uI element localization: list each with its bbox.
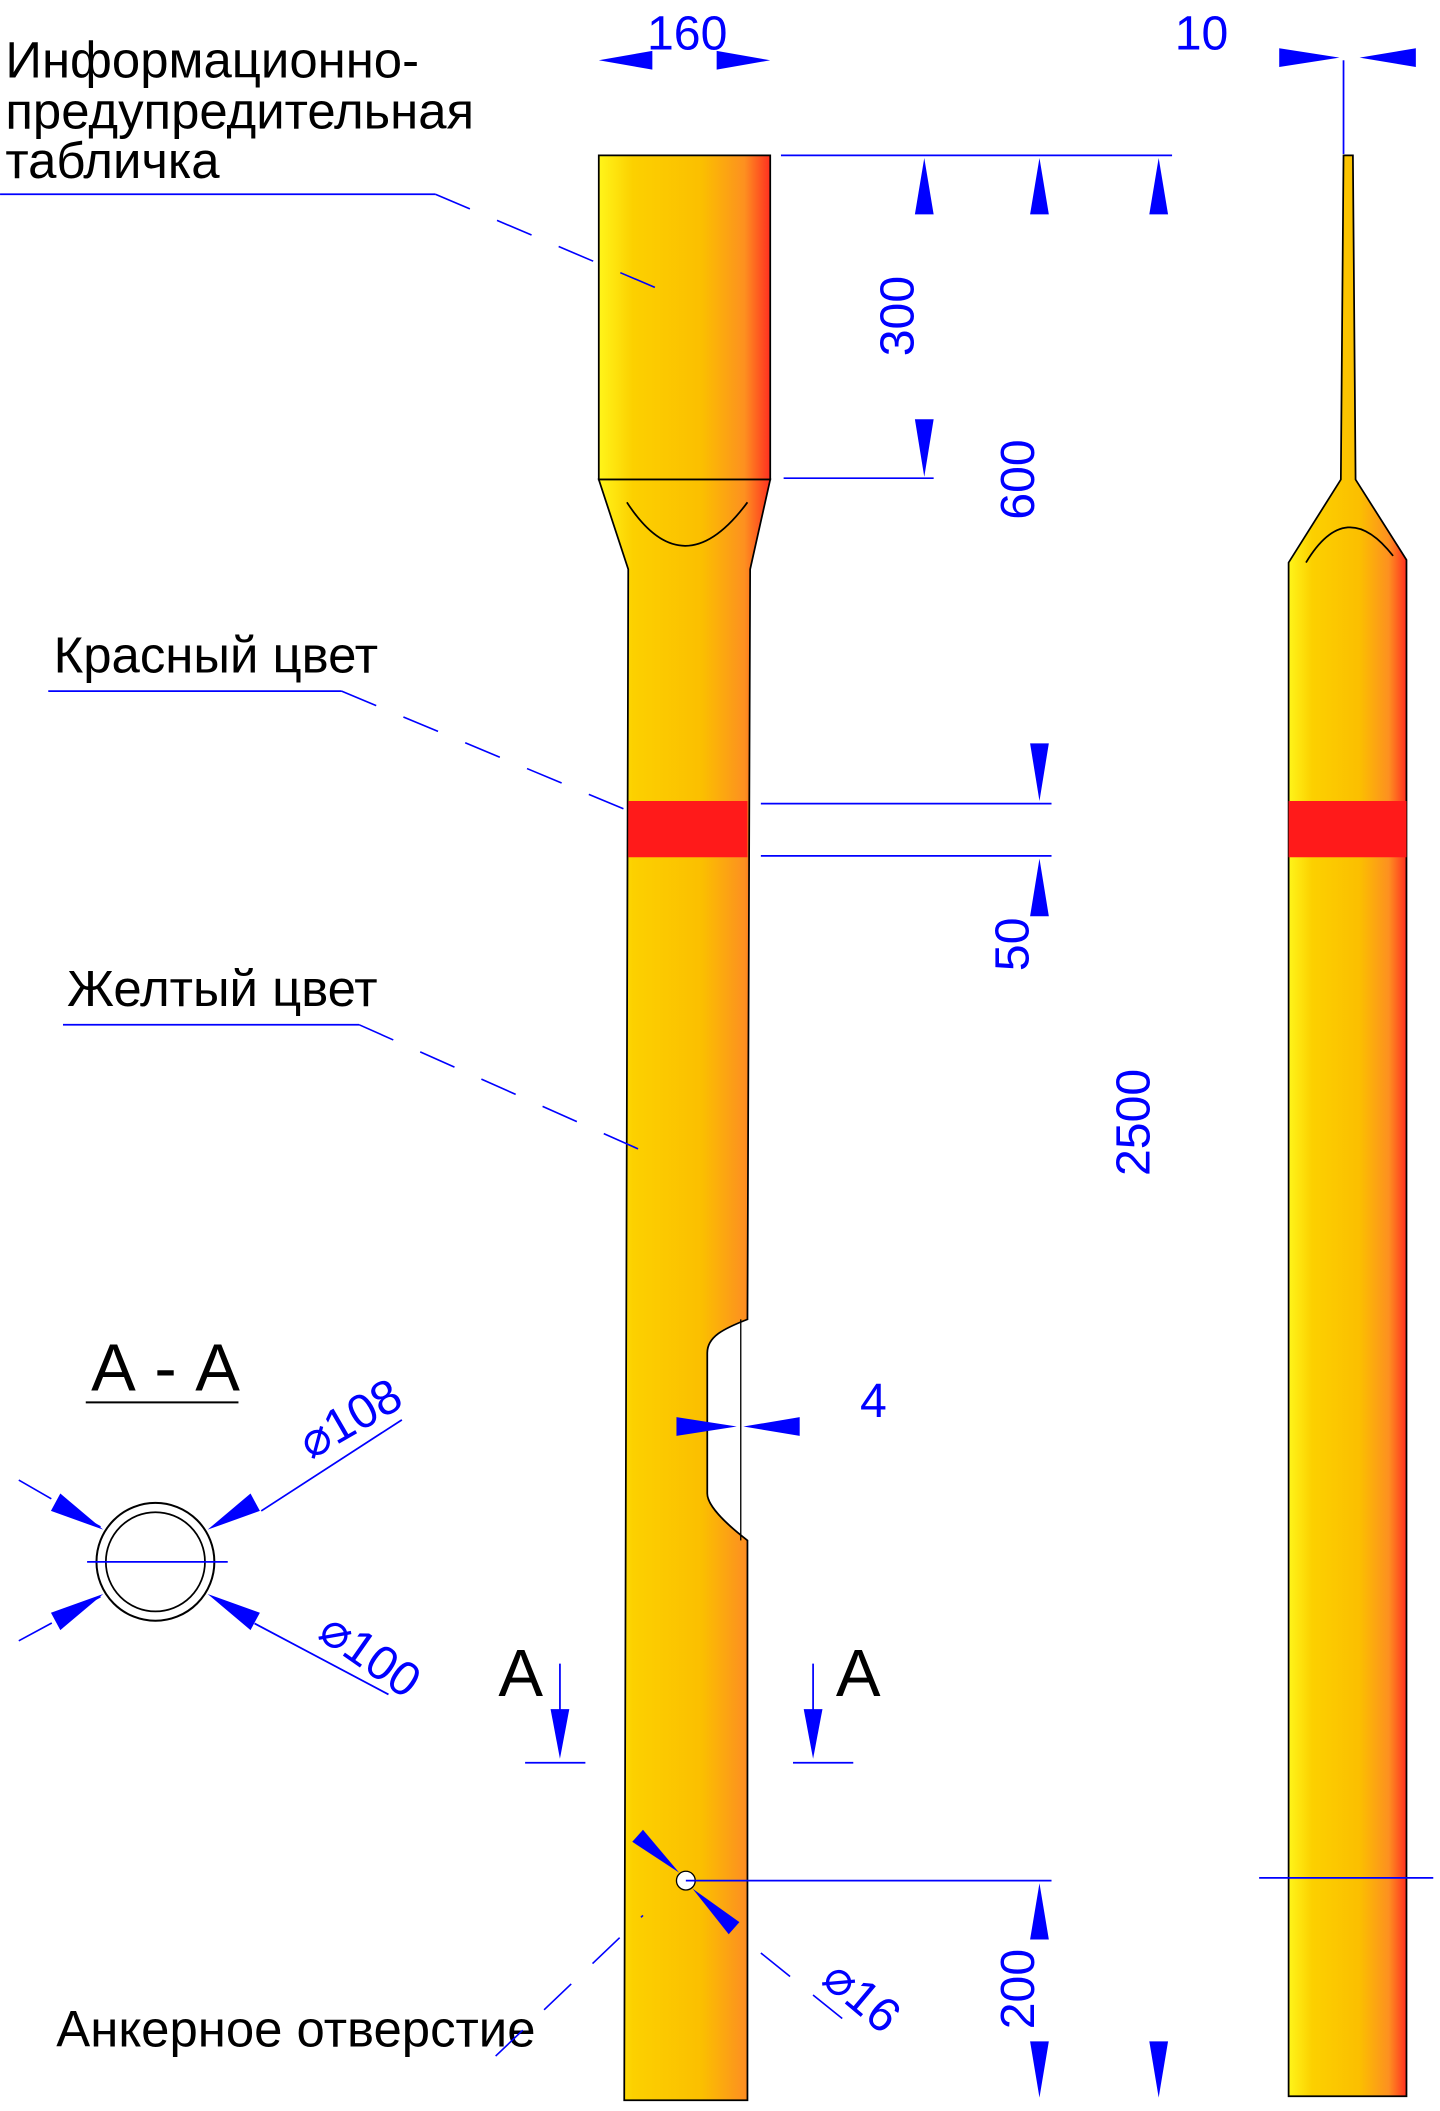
svg-text:160: 160 <box>647 7 727 61</box>
svg-text:10: 10 <box>1175 7 1229 61</box>
svg-text:200: 200 <box>991 1949 1045 2029</box>
svg-text:А: А <box>498 1636 543 1711</box>
svg-text:⌀16: ⌀16 <box>813 1949 911 2044</box>
svg-text:Анкерное отверстие: Анкерное отверстие <box>56 2001 535 2058</box>
svg-text:Желтый цвет: Желтый цвет <box>67 960 378 1017</box>
svg-text:табличка: табличка <box>5 132 220 189</box>
section-cut-markers: А А <box>498 1636 881 1764</box>
label-red: Красный цвет <box>48 626 650 821</box>
sign-plate <box>597 154 772 481</box>
svg-text:50: 50 <box>986 917 1040 971</box>
svg-text:предупредительная: предупредительная <box>5 83 474 140</box>
svg-text:А: А <box>836 1636 881 1711</box>
label-yellow: Желтый цвет <box>62 960 664 1161</box>
svg-text:2500: 2500 <box>1106 1069 1160 1176</box>
svg-text:Информационно-: Информационно- <box>5 32 419 89</box>
svg-text:600: 600 <box>991 439 1045 519</box>
post-side-view <box>1259 154 1434 2098</box>
svg-text:Красный цвет: Красный цвет <box>54 626 378 683</box>
svg-text:А - А: А - А <box>91 1330 240 1405</box>
red-band <box>628 801 748 858</box>
svg-text:300: 300 <box>871 276 925 356</box>
label-sign: Информационно- предупредительная табличк… <box>0 32 657 289</box>
svg-text:4: 4 <box>860 1374 887 1428</box>
section-a-a: А - А ⌀108 ⌀100 <box>18 1330 431 1709</box>
dimensions: 160 10 300 600 50 2500 4 200 ⌀16 <box>598 7 1416 2098</box>
post-body <box>597 478 772 2102</box>
svg-text:⌀100: ⌀100 <box>310 1602 431 1709</box>
label-anchor: Анкерное отверстие <box>56 1914 644 2058</box>
post-front-view <box>597 154 772 2102</box>
